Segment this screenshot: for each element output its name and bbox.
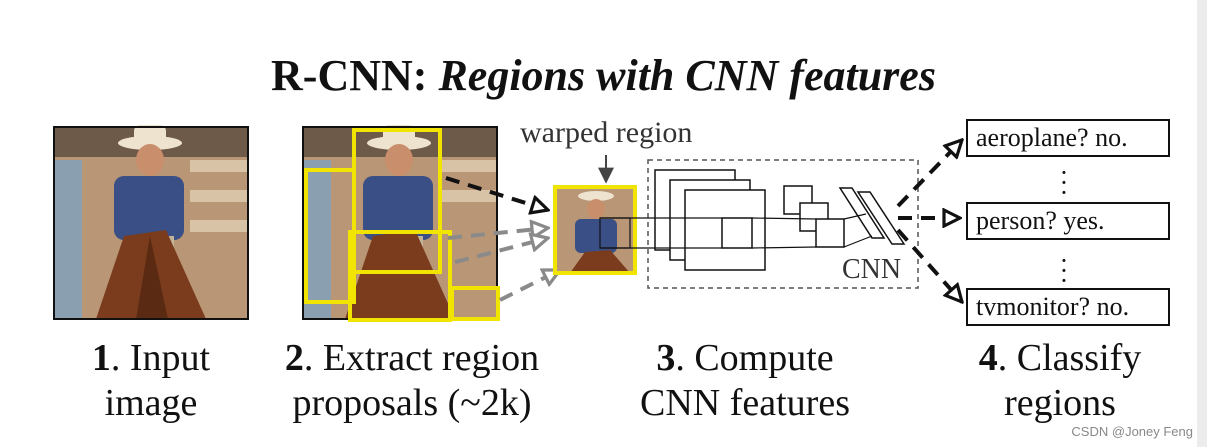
page-edge [1197,0,1207,447]
proposal-box-small [450,286,500,321]
cnn-label: CNN [842,254,902,285]
cnn-container [647,159,919,289]
arrow-proposal-gray-1 [447,228,548,240]
step-1-label: 1. Input image [56,336,246,426]
step-2-label: 2. Extract region proposals (~2k) [262,336,562,426]
warped-region-image [553,185,637,275]
vertical-ellipsis-top: ··· [1059,158,1069,207]
arrow-proposal-gray-3 [499,268,560,302]
input-image [53,125,249,320]
step-4-number: 4 [978,337,998,379]
watermark: CSDN @Joney Feng [1071,424,1193,439]
proposal-box-horse [348,230,452,322]
title-subtitle: Regions with CNN features [438,51,936,100]
warped-region-label: warped region [520,116,693,149]
step-1-number: 1 [91,337,111,379]
diagram-title: R-CNN: Regions with CNN features [0,50,1207,101]
step-3-number: 3 [656,337,676,379]
class-tvmonitor: tvmonitor? no. [966,288,1170,326]
arrow-proposal-gray-2 [454,238,548,264]
step-4-line1: . Classify [997,337,1142,379]
step-2-line2: proposals (~2k) [292,382,532,424]
arrow-to-aeroplane [896,140,962,208]
proposals-image [302,125,500,322]
step-4-label: 4. Classify regions [940,336,1180,426]
title-main: R-CNN: [271,51,428,100]
step-4-line2: regions [1004,382,1116,424]
step-1-line1: . Input [110,337,211,379]
cnn-connections [599,213,873,249]
arrow-to-tvmonitor [896,228,962,302]
proposal-box-left [304,168,356,304]
step-2-line1: . Extract region [303,337,540,379]
arrow-proposal-dark [445,176,548,210]
vertical-ellipsis-bottom: ··· [1059,246,1069,295]
class-aeroplane: aeroplane? no. [966,119,1170,157]
step-3-line1: . Compute [675,337,834,379]
step-1-line2: image [104,382,198,424]
step-3-line2: CNN features [640,382,850,424]
step-2-number: 2 [284,337,304,379]
class-person: person? yes. [966,202,1170,240]
step-3-label: 3. Compute CNN features [600,336,890,426]
cnn-layers [654,169,906,271]
